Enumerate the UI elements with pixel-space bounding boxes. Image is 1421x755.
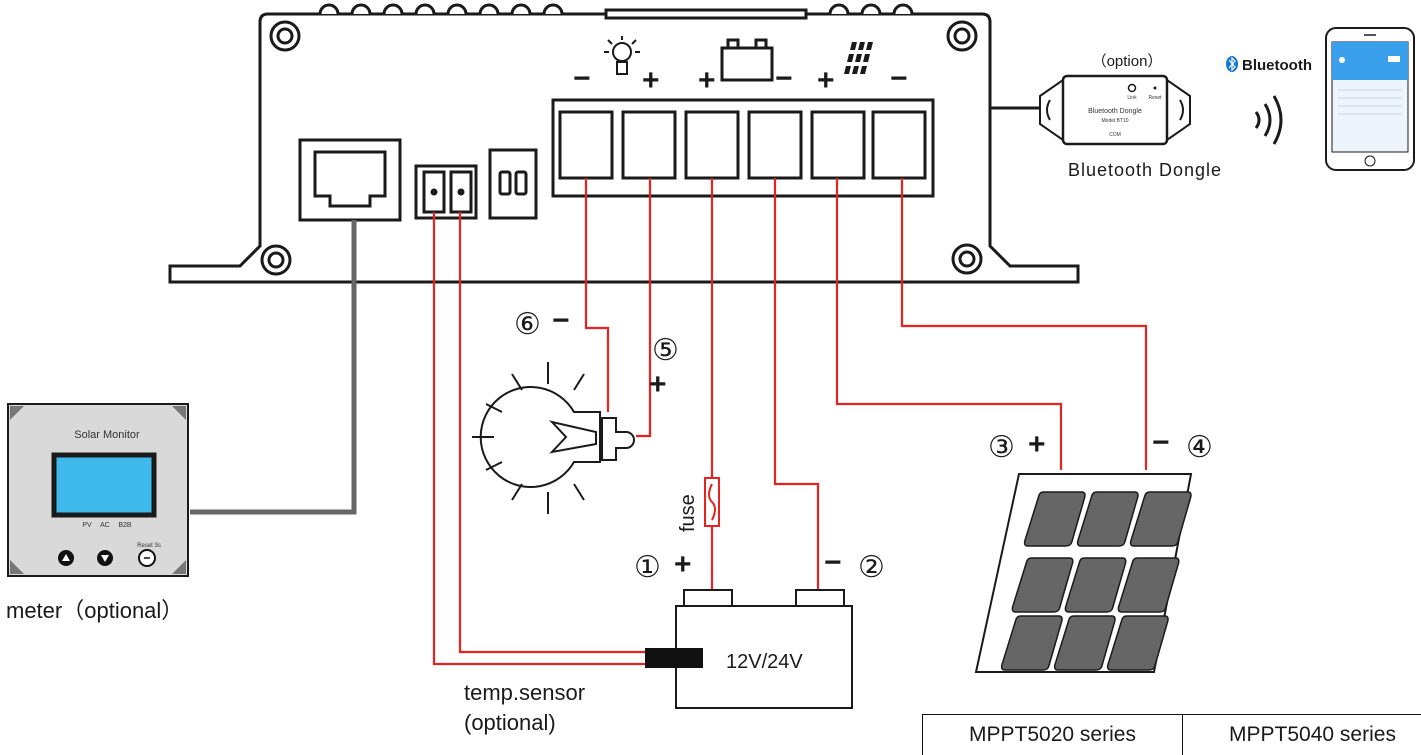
dongle-link-label: Link [1127,95,1137,101]
meter-device: Solar Monitor PV AC B2B Reset 3s [7,403,189,577]
terminal-block [551,98,935,198]
series-table: MPPT5020 series MPPT5040 series [922,714,1421,755]
step-sign-2: − [824,546,842,579]
step-number-3: ③ [988,431,1015,464]
solar-cell [1106,615,1169,671]
solar-cell [1129,491,1192,547]
bluetooth-brand-label: Bluetooth [1242,57,1312,74]
solar-cell [1064,557,1127,613]
bluetooth-icon [1226,56,1238,72]
step-sign-1: + [674,548,692,581]
step-sign-3: + [1028,428,1046,461]
solar-cell [1053,615,1116,671]
cooling-fins [318,3,914,20]
step-callouts: ⑥ − ⑤ + ① + − ② ③ + − ④ [514,304,1213,584]
terminal-sign: − [775,62,793,95]
battery-voltage-label: 12V/24V [726,651,803,673]
battery-icon [675,589,853,709]
solar-cell [1011,557,1074,613]
dongle-name-label: Bluetooth Dongle [1068,160,1222,180]
terminal-sign: − [890,62,908,95]
dongle-model-line1: Bluetooth Dongle [1088,108,1142,115]
meter-port-label: B2B [118,522,132,529]
rj45-port [298,138,402,222]
temp-sensor-port [414,164,478,220]
dongle-option-label: （option） [1092,53,1163,70]
temp-sensor-optional-label: (optional) [464,710,556,735]
panel-cells [1000,491,1192,671]
terminal-sign: − [573,62,591,95]
bluetooth-dongle [1039,74,1191,146]
solar-cell [1076,491,1139,547]
step-sign-6: − [552,304,570,337]
solar-terminal-icon [844,42,873,74]
fuse-label: fuse [677,494,699,532]
meter-title: Solar Monitor [74,429,140,441]
screw-icon [260,20,983,276]
meter-port-label: PV [82,522,92,529]
temp-sensor-label: temp.sensor [464,680,585,705]
step-number-2: ② [858,551,885,584]
dongle-com-label: COM [1109,132,1121,138]
terminal-signs: − + + − + − [573,62,908,97]
step-number-5: ⑤ [652,334,679,367]
terminal-sign: + [642,64,660,97]
lamp-icon [472,362,635,514]
meter-reset-label: Reset 3s [137,543,161,549]
phone-icon [1325,27,1415,171]
solar-cell [1117,557,1180,613]
dongle-reset-label: Reset [1148,95,1162,101]
step-sign-4: − [1152,426,1170,459]
step-number-1: ① [634,551,661,584]
solar-cell [1000,615,1063,671]
battery-terminal-icon [720,38,774,82]
lamp-terminal-icon [604,36,640,75]
series-cell-mppt5020: MPPT5020 series [923,715,1183,755]
meter-caption: meter（optional） [6,598,183,623]
meter-cable [190,220,357,515]
terminal-sign: + [817,64,835,97]
dongle-model-line2: Model BT10 [1102,118,1129,124]
signal-waves-icon [1254,95,1283,145]
meter-port-label: AC [100,522,110,529]
step-number-6: ⑥ [514,308,541,341]
step-sign-5: + [649,368,667,401]
step-number-4: ④ [1186,431,1213,464]
temp-sensor-probe [645,648,703,668]
solar-cell [1023,491,1086,547]
wires [432,178,1148,666]
bluetooth-port [488,148,538,220]
terminal-sign: + [698,64,716,97]
series-cell-mppt5040: MPPT5040 series [1183,715,1421,755]
